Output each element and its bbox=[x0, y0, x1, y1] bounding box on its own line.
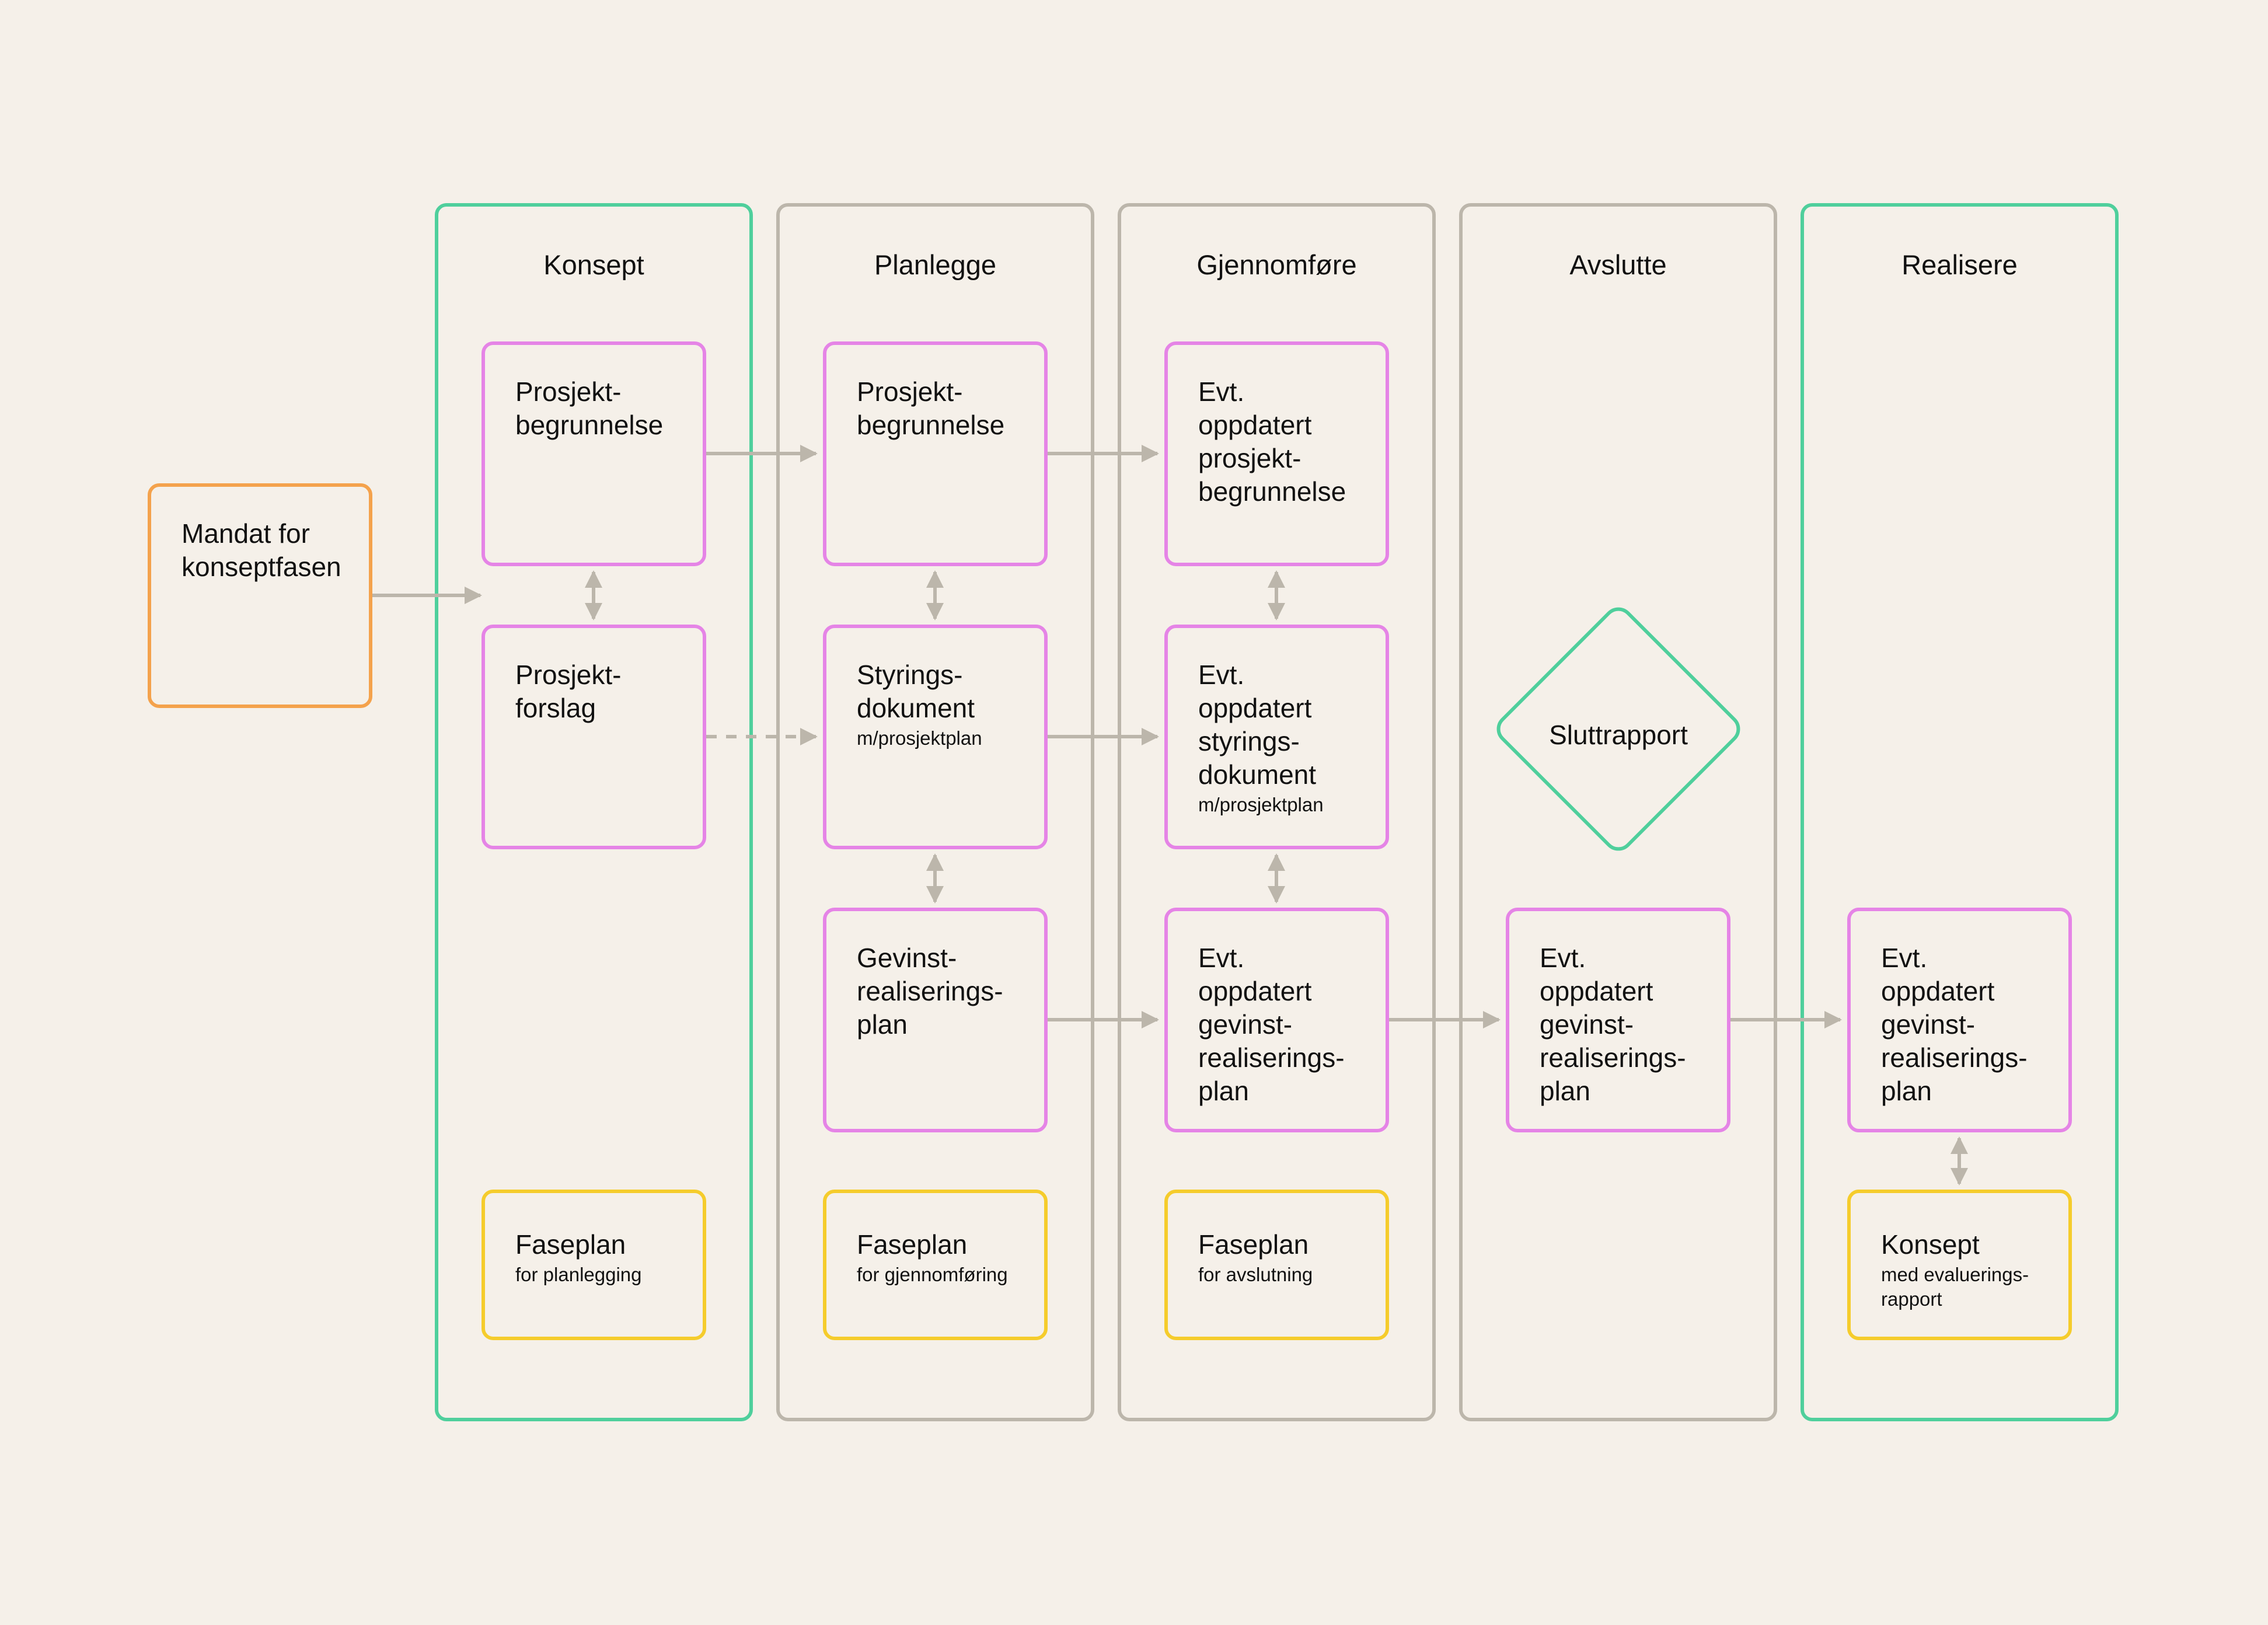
gjennomfore-faseplan-box: Faseplan for avslutning bbox=[1164, 1190, 1389, 1340]
box-title: Prosjekt- forslag bbox=[515, 660, 622, 723]
planlegge-faseplan-box: Faseplan for gjennomføring bbox=[823, 1190, 1048, 1340]
phase-title-avslutte: Avslutte bbox=[1569, 249, 1667, 280]
phase-title-realisere: Realisere bbox=[1901, 249, 2018, 280]
box-title: Styrings- dokument bbox=[857, 660, 975, 723]
planlegge-gevinstplan-box: Gevinst- realiserings- plan bbox=[823, 908, 1048, 1132]
box-subtitle: for avslutning bbox=[1198, 1264, 1313, 1285]
phase-gjennomfore: Gjennomføre bbox=[1118, 203, 1436, 1421]
box-title: Prosjekt- begrunnelse bbox=[515, 376, 664, 440]
box-subtitle: for gjennomføring bbox=[857, 1264, 1008, 1285]
box-subtitle: m/prosjektplan bbox=[1198, 794, 1324, 815]
mandate-title: Mandat for konseptfasen bbox=[182, 518, 341, 582]
phase-realisere: Realisere bbox=[1801, 203, 2119, 1421]
phase-title-konsept: Konsept bbox=[543, 249, 644, 280]
konsept-prosjektbegrunnelse-box: Prosjekt- begrunnelse bbox=[481, 341, 706, 566]
box-title: Evt. oppdatert gevinst- realiserings- pl… bbox=[1881, 943, 2028, 1106]
box-title: Gevinst- realiserings- plan bbox=[857, 943, 1003, 1040]
phase-title-gjennomfore: Gjennomføre bbox=[1196, 249, 1357, 280]
box-title: Faseplan bbox=[1198, 1229, 1309, 1260]
konsept-prosjektforslag-box: Prosjekt- forslag bbox=[481, 625, 706, 849]
gjennomfore-prosjektbegrunnelse-box: Evt. oppdatert prosjekt- begrunnelse bbox=[1164, 341, 1389, 566]
box-title: Evt. oppdatert styrings- dokument bbox=[1198, 660, 1317, 790]
konsept-faseplan-box: Faseplan for planlegging bbox=[481, 1190, 706, 1340]
box-title: Evt. oppdatert prosjekt- begrunnelse bbox=[1198, 376, 1346, 507]
gjennomfore-styringsdokument-box: Evt. oppdatert styrings- dokument m/pros… bbox=[1164, 625, 1389, 849]
phase-title-planlegge: Planlegge bbox=[874, 249, 997, 280]
planlegge-styringsdokument-box: Styrings- dokument m/prosjektplan bbox=[823, 625, 1048, 849]
realisere-konsept-box: Konsept med evaluerings- rapport bbox=[1847, 1190, 2072, 1340]
box-title: Prosjekt- begrunnelse bbox=[857, 376, 1005, 440]
box-title: Evt. oppdatert gevinst- realiserings- pl… bbox=[1198, 943, 1345, 1106]
box-title: Faseplan bbox=[515, 1229, 626, 1260]
gjennomfore-gevinstplan-box: Evt. oppdatert gevinst- realiserings- pl… bbox=[1164, 908, 1389, 1132]
realisere-gevinstplan-box: Evt. oppdatert gevinst- realiserings- pl… bbox=[1847, 908, 2072, 1132]
mandate-box: Mandat for konseptfasen bbox=[148, 483, 372, 708]
box-subtitle: m/prosjektplan bbox=[857, 727, 982, 749]
box-title: Konsept bbox=[1881, 1229, 1980, 1260]
phase-konsept: Konsept bbox=[435, 203, 753, 1421]
box-subtitle: med evaluerings- rapport bbox=[1881, 1264, 2029, 1310]
box-title: Faseplan bbox=[857, 1229, 968, 1260]
sluttrapport-label: Sluttrapport bbox=[1549, 720, 1688, 750]
avslutte-gevinstplan-box: Evt. oppdatert gevinst- realiserings- pl… bbox=[1506, 908, 1730, 1132]
phase-avslutte: Avslutte bbox=[1459, 203, 1777, 1421]
phase-planlegge: Planlegge bbox=[776, 203, 1094, 1421]
box-title: Evt. oppdatert gevinst- realiserings- pl… bbox=[1540, 943, 1686, 1106]
box-subtitle: for planlegging bbox=[515, 1264, 642, 1285]
planlegge-prosjektbegrunnelse-box: Prosjekt- begrunnelse bbox=[823, 341, 1048, 566]
